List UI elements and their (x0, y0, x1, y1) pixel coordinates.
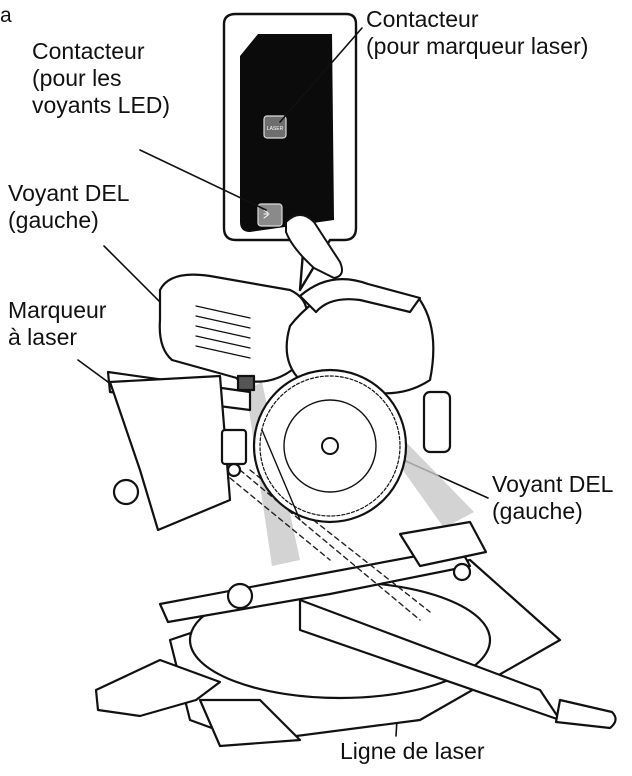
blade-arbor (321, 437, 339, 455)
motor-vents (195, 305, 251, 359)
saw-base (94, 478, 617, 748)
handle-grip (554, 698, 617, 730)
knob-front (226, 582, 254, 610)
label-marqueur-laser-line1: Marqueur (8, 297, 107, 323)
label-contacteur-led-line3: voyants LED) (32, 92, 171, 118)
led-beam-right (390, 440, 474, 528)
led-switch-icon (263, 209, 270, 219)
motor-housing (158, 273, 309, 383)
rear-guard (108, 374, 232, 532)
label-voyant-del-upper-line2: (gauche) (8, 207, 99, 233)
base-foot (198, 698, 302, 748)
label-contacteur-laser-line1: Contacteur (366, 6, 479, 32)
label-voyant-del-upper-line1: Voyant DEL (8, 180, 130, 206)
saw-blade (252, 368, 408, 524)
laser-line-1 (239, 469, 421, 621)
label-contacteur-led-line1: Contacteur (32, 38, 145, 64)
leader-contacteur-led (139, 149, 267, 211)
label-voyant-del-lower: Voyant DEL (gauche) (492, 471, 613, 525)
switch-panel-callout: LASER (222, 12, 358, 292)
saw-handle (298, 278, 422, 314)
saw-head (106, 273, 452, 532)
blade-bevel-line (261, 429, 301, 521)
label-contacteur-led: Contacteur (pour les voyants LED) (32, 38, 170, 119)
label-contacteur-laser: Contacteur (pour marqueur laser) (366, 6, 588, 60)
leader-contacteur-laser (279, 27, 363, 123)
laser-marker-unit (220, 428, 248, 466)
blade-teeth (259, 375, 401, 517)
led-unit-left (236, 374, 256, 392)
left-clamp (94, 658, 222, 718)
laser-marker-knob (226, 462, 242, 478)
switch-panel-body (240, 34, 334, 232)
label-voyant-del-lower-line2: (gauche) (492, 498, 583, 524)
laser-switch-text: LASER (267, 126, 284, 132)
laser-line-3 (229, 477, 331, 561)
label-ligne-de-laser: Ligne de laser (340, 738, 485, 764)
label-voyant-del-upper: Voyant DEL (gauche) (8, 180, 129, 234)
label-marqueur-laser-line2: à laser (8, 324, 78, 350)
label-contacteur-led-line2: (pour les (32, 65, 122, 91)
knob-right (452, 562, 472, 582)
label-contacteur-laser-line2: (pour marqueur laser) (366, 33, 589, 59)
finger-icon (285, 214, 343, 279)
blade-inner (283, 399, 377, 493)
label-voyant-del-lower-line1: Voyant DEL (492, 471, 614, 497)
right-extension (398, 520, 488, 568)
knob-left (112, 478, 140, 506)
led-units (220, 374, 256, 478)
guard-side-box (422, 390, 452, 454)
figure-letter: a (0, 4, 12, 27)
label-marqueur-laser: Marqueur à laser (8, 297, 106, 351)
